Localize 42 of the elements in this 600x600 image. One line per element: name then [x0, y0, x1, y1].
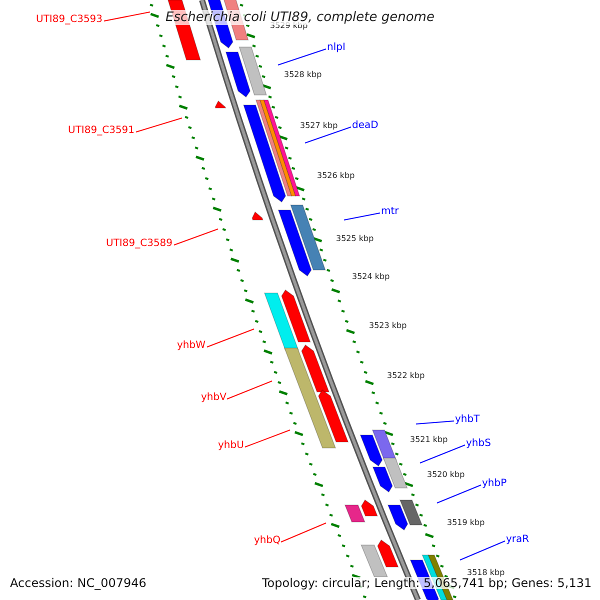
gene-label: yhbP [482, 479, 507, 489]
position-label: 3523 kbp [369, 322, 407, 330]
gene-label: yhbW [177, 341, 206, 351]
gene-label: UTI89_C3593 [36, 15, 103, 25]
gene-label: yraR [506, 535, 530, 545]
leader-line [280, 522, 326, 542]
position-label: 3528 kbp [284, 71, 322, 79]
position-label: 3527 kbp [300, 122, 338, 130]
position-label: 3520 kbp [427, 471, 465, 479]
position-label: 3525 kbp [336, 235, 374, 243]
leader-line [174, 228, 218, 246]
position-label: 3521 kbp [410, 436, 448, 444]
position-label: 3518 kbp [467, 569, 505, 577]
leader-line [436, 484, 482, 504]
gene-label: UTI89_C3589 [106, 239, 173, 249]
gene-label: nlpI [327, 43, 346, 53]
gene-label: deaD [352, 121, 378, 131]
gene-label: UTI89_C3591 [68, 126, 135, 136]
leader-line [460, 540, 506, 560]
leader-line [420, 444, 466, 464]
info-text: Topology: circular; Length: 5,065,741 bp; Genes: 5,131 [262, 577, 592, 589]
position-label: 3526 kbp [317, 172, 355, 180]
leader-line [304, 126, 352, 144]
position-label: 3524 kbp [352, 273, 390, 281]
gene-label: yhbV [201, 393, 226, 403]
gene-label: yhbQ [254, 536, 280, 546]
position-label: 3522 kbp [387, 372, 425, 380]
position-label: 3529 kbp [270, 22, 308, 30]
info-text: Accession: NC_007946 [10, 577, 146, 589]
gene-label: mtr [381, 207, 399, 217]
leader-line [136, 118, 182, 132]
position-label: 3519 kbp [447, 519, 485, 527]
leader-line [206, 328, 254, 348]
leader-line [244, 430, 290, 448]
leader-line [278, 48, 326, 66]
leader-line [416, 420, 454, 424]
leader-line [344, 212, 380, 220]
gene-label: yhbT [455, 415, 480, 425]
leader-line [226, 380, 272, 400]
gene-label: yhbS [466, 439, 491, 449]
gene-label: yhbU [218, 441, 244, 451]
leader-line [104, 12, 150, 22]
